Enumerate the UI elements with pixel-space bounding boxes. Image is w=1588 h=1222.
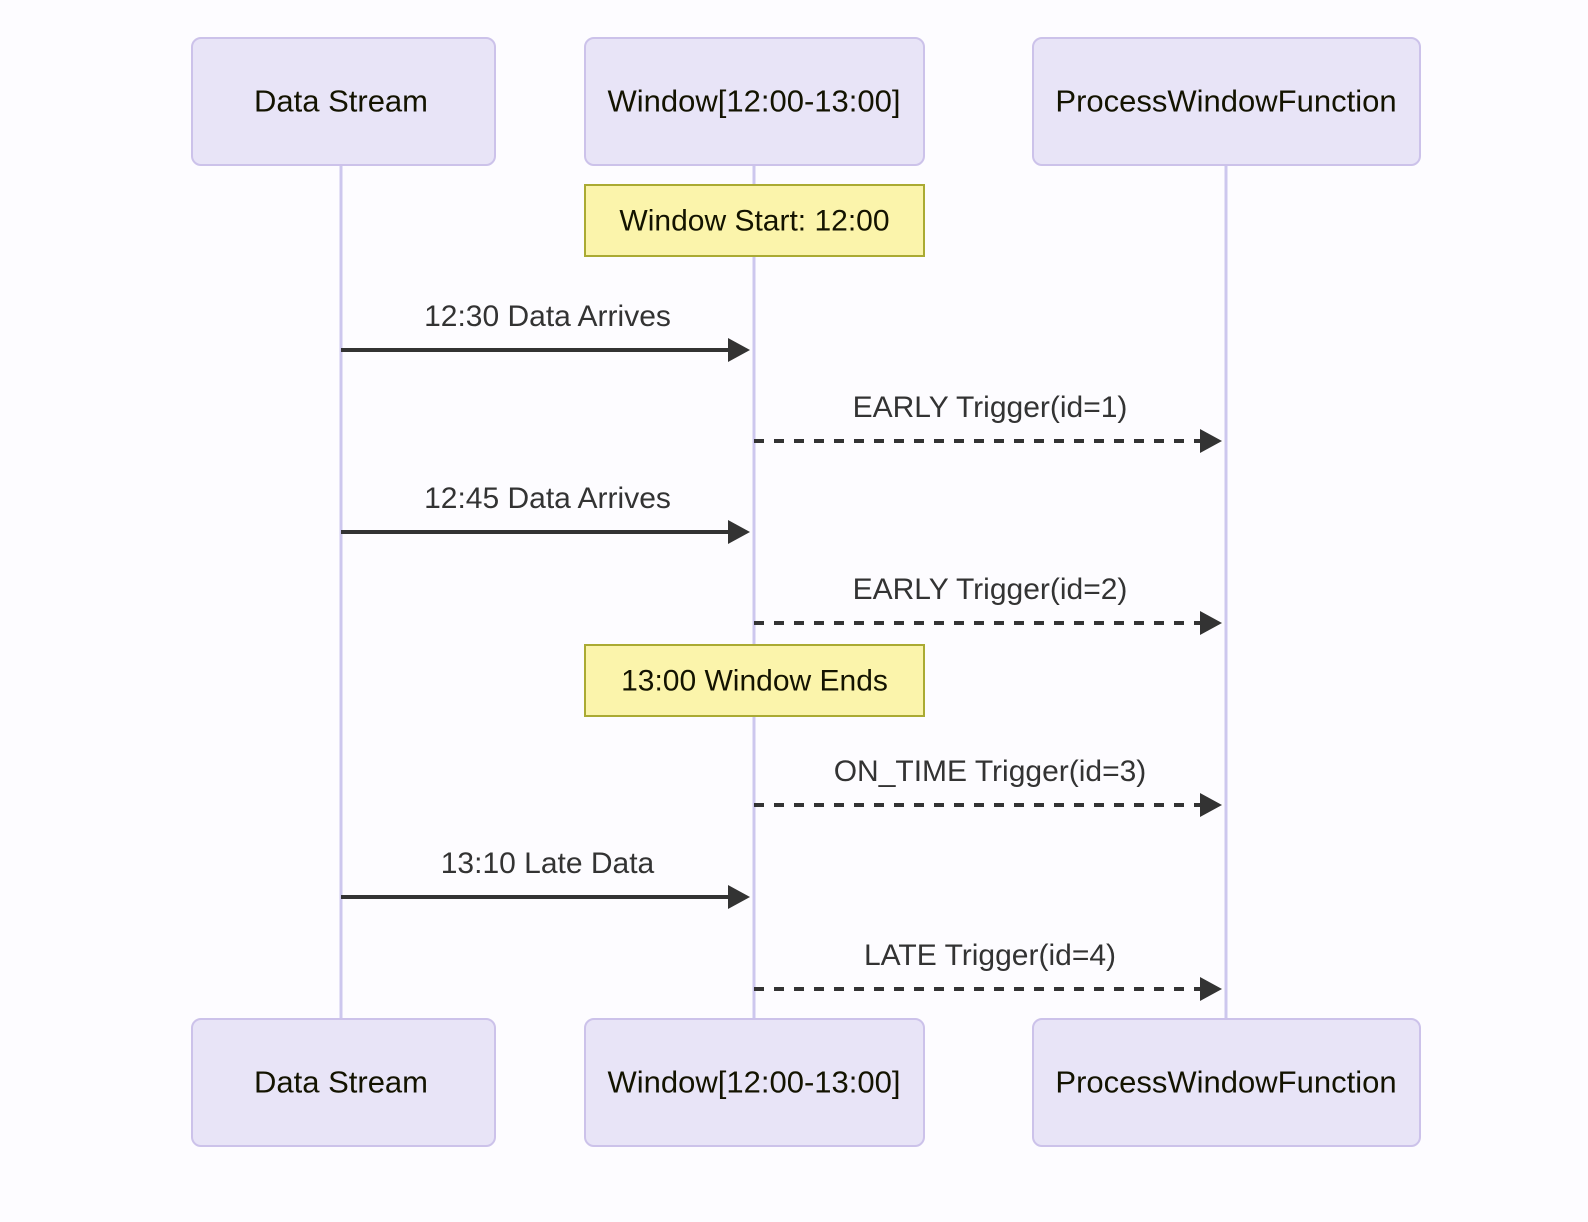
note-window-end-box[interactable] [584, 644, 925, 717]
note-window-start-label: Window Start: 12:00 [619, 204, 889, 237]
actor-label-pwf-top: ProcessWindowFunction [1055, 84, 1396, 119]
lifeline-group [339, 165, 1228, 1019]
actor-box-window-top[interactable] [584, 37, 925, 166]
actor-label-window-top: Window[12:00-13:00] [608, 84, 901, 119]
msg-5-arrowhead [1200, 793, 1222, 817]
note-window-start-box[interactable] [584, 184, 925, 257]
msg-7-arrowhead [1200, 977, 1222, 1001]
msg-3-arrowhead [728, 520, 750, 544]
msg-1-arrowhead [728, 338, 750, 362]
msg-5-label: ON_TIME Trigger(id=3) [834, 755, 1147, 788]
actor-boxes-top: Data Stream Window[12:00-13:00] ProcessWin… [191, 37, 1421, 166]
msg-3-label: 12:45 Data Arrives [424, 482, 671, 515]
actor-box-stream-top[interactable] [191, 37, 496, 166]
msg-2-label: EARLY Trigger(id=1) [853, 391, 1128, 424]
actor-box-stream-bottom[interactable] [191, 1018, 496, 1147]
actor-label-stream-bottom: Data Stream [254, 1065, 428, 1100]
note-window-end-label: 13:00 Window Ends [621, 664, 888, 697]
actor-box-pwf-top[interactable] [1032, 37, 1421, 166]
actor-label-pwf-bottom: ProcessWindowFunction [1055, 1065, 1396, 1100]
actor-label-window-bottom: Window[12:00-13:00] [608, 1065, 901, 1100]
actor-boxes-bottom: Data Stream Window[12:00-13:00] ProcessWin… [191, 1018, 1421, 1147]
msg-6-arrowhead [728, 885, 750, 909]
msg-4-arrowhead [1200, 611, 1222, 635]
msg-6-label: 13:10 Late Data [441, 847, 655, 880]
note-group: Window Start: 12:00 13:00 Window Ends [584, 184, 925, 717]
actor-label-stream-top: Data Stream [254, 84, 428, 119]
actor-box-window-bottom[interactable] [584, 1018, 925, 1147]
msg-1-label: 12:30 Data Arrives [424, 300, 671, 333]
actor-box-pwf-bottom[interactable] [1032, 1018, 1421, 1147]
msg-4-label: EARLY Trigger(id=2) [853, 573, 1128, 606]
msg-2-arrowhead [1200, 429, 1222, 453]
msg-7-label: LATE Trigger(id=4) [864, 939, 1116, 972]
